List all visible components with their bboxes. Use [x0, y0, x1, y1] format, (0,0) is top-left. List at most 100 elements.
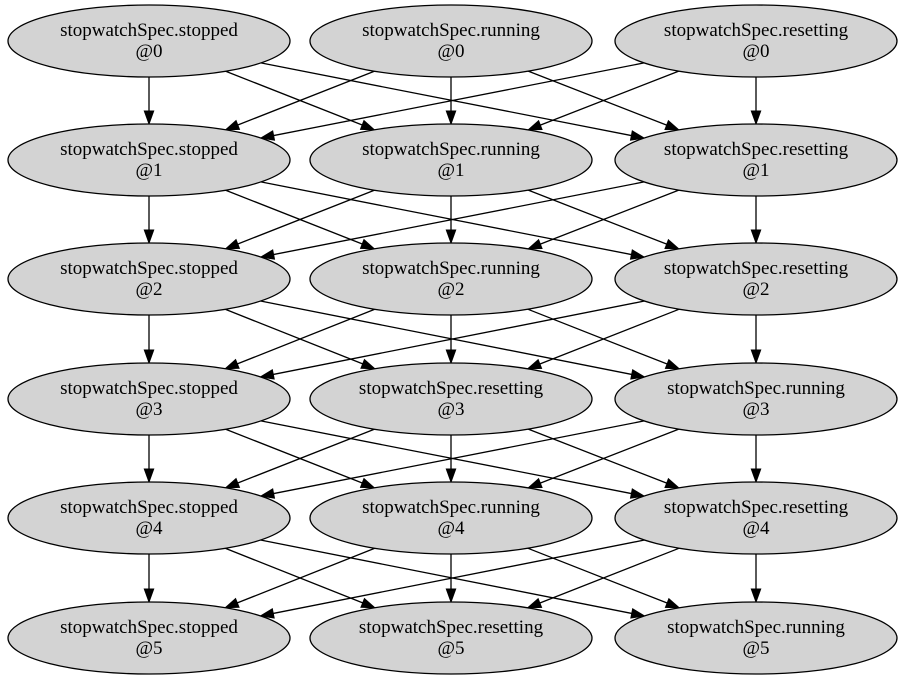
arrowhead-icon — [445, 468, 457, 484]
graph-edge — [260, 539, 646, 619]
graph-edge — [224, 547, 377, 609]
graph-edge — [259, 420, 645, 499]
edge-line — [237, 308, 376, 365]
arrowhead-icon — [664, 119, 681, 131]
node-sublabel: @1 — [743, 160, 770, 181]
arrowhead-icon — [664, 358, 681, 370]
node-ellipse — [309, 601, 593, 675]
graph-node: stopwatchSpec.running@3 — [614, 362, 898, 436]
edge-line — [225, 428, 363, 484]
edge-line — [237, 70, 375, 126]
graph-node: stopwatchSpec.running@0 — [309, 4, 593, 78]
graph-edge — [260, 181, 646, 260]
graph-edge — [225, 70, 376, 131]
arrowhead-icon — [526, 358, 543, 370]
node-label: stopwatchSpec.running — [362, 258, 540, 279]
graph-edge — [225, 189, 376, 250]
node-label: stopwatchSpec.stopped — [60, 20, 238, 41]
node-sublabel: @1 — [438, 160, 465, 181]
arrowhead-icon — [750, 110, 762, 126]
arrowhead-icon — [750, 229, 762, 245]
graph-edge — [143, 315, 155, 365]
node-sublabel: @2 — [136, 279, 163, 300]
graph-edge — [527, 189, 681, 250]
graph-node: stopwatchSpec.resetting@2 — [614, 242, 898, 316]
arrowhead-icon — [223, 597, 240, 609]
graph-edge — [224, 189, 375, 250]
edge-line — [273, 539, 645, 615]
node-label: stopwatchSpec.resetting — [664, 20, 849, 41]
graph-edge — [526, 189, 680, 250]
arrowhead-icon — [526, 477, 543, 489]
graph-node: stopwatchSpec.stopped@5 — [7, 601, 291, 675]
graph-edge — [750, 77, 762, 126]
arrowhead-icon — [630, 608, 646, 619]
graph-node: stopwatchSpec.resetting@0 — [614, 4, 898, 78]
node-sublabel: @2 — [438, 279, 465, 300]
node-sublabel: @0 — [743, 41, 770, 62]
graph-edge — [143, 196, 155, 245]
graph-edge — [445, 315, 457, 365]
graph-node: stopwatchSpec.stopped@1 — [7, 123, 291, 197]
graph-node: stopwatchSpec.resetting@5 — [309, 601, 593, 675]
graph-node: stopwatchSpec.stopped@2 — [7, 242, 291, 316]
graph-node: stopwatchSpec.resetting@4 — [614, 481, 898, 555]
node-label: stopwatchSpec.stopped — [60, 139, 238, 160]
arrowhead-icon — [750, 468, 762, 484]
arrowhead-icon — [629, 249, 646, 260]
graph-edge — [259, 181, 645, 260]
graph-edge — [526, 428, 680, 489]
edge-line — [225, 70, 363, 126]
arrowhead-icon — [664, 477, 681, 489]
node-sublabel: @0 — [438, 41, 465, 62]
graph-edge — [445, 554, 457, 604]
graph-edge — [526, 308, 680, 370]
graph-node: stopwatchSpec.running@2 — [309, 242, 593, 316]
edge-line — [273, 300, 645, 376]
node-ellipse — [614, 4, 898, 78]
graph-edge — [224, 428, 375, 489]
node-ellipse — [7, 362, 291, 436]
node-ellipse — [309, 123, 593, 197]
node-label: stopwatchSpec.stopped — [60, 378, 238, 399]
arrowhead-icon — [360, 597, 377, 609]
arrowhead-icon — [526, 597, 543, 609]
node-sublabel: @5 — [136, 638, 163, 659]
edge-line — [260, 181, 632, 256]
node-label: stopwatchSpec.running — [667, 378, 845, 399]
graph-node: stopwatchSpec.stopped@0 — [7, 4, 291, 78]
arrowhead-icon — [143, 588, 155, 604]
edge-line — [225, 189, 363, 245]
graph-edge — [445, 435, 457, 484]
graph-node: stopwatchSpec.resetting@3 — [309, 362, 593, 436]
edge-line — [237, 547, 376, 604]
edge-line — [273, 62, 645, 137]
arrowhead-icon — [259, 608, 275, 619]
edge-line — [273, 420, 645, 495]
node-ellipse — [309, 481, 593, 555]
edge-line — [539, 547, 680, 604]
arrowhead-icon — [445, 110, 457, 126]
graph-edge — [259, 300, 645, 380]
node-sublabel: @4 — [743, 518, 770, 539]
edge-line — [224, 308, 363, 365]
node-ellipse — [7, 481, 291, 555]
arrowhead-icon — [359, 477, 376, 489]
edge-line — [224, 547, 363, 604]
node-label: stopwatchSpec.running — [667, 617, 845, 638]
arrowhead-icon — [224, 238, 241, 250]
edge-line — [527, 547, 668, 604]
node-label: stopwatchSpec.running — [362, 139, 540, 160]
graph-node: stopwatchSpec.resetting@1 — [614, 123, 898, 197]
graph-edge — [260, 62, 646, 141]
graph-edge — [527, 547, 681, 609]
graph-edge — [260, 420, 646, 499]
node-label: stopwatchSpec.running — [362, 20, 540, 41]
arrowhead-icon — [445, 229, 457, 245]
arrowhead-icon — [359, 119, 376, 131]
node-sublabel: @5 — [743, 638, 770, 659]
arrowhead-icon — [664, 597, 681, 609]
node-ellipse — [614, 481, 898, 555]
graph-edge — [143, 554, 155, 604]
